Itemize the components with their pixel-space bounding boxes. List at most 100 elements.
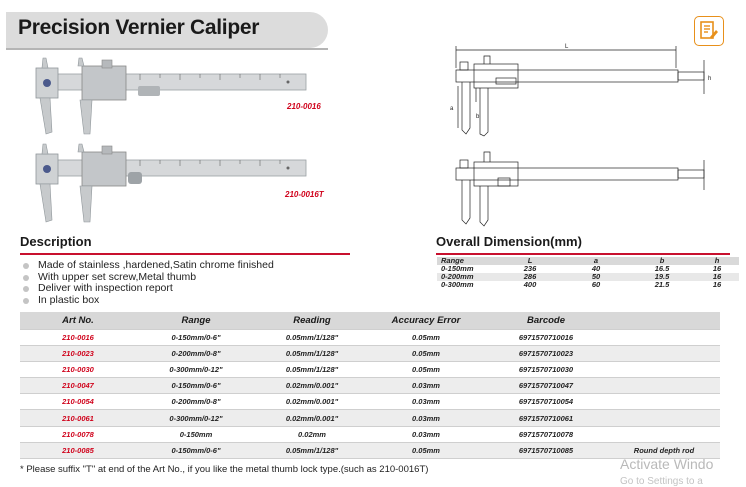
range-cell: 0-200mm/0-8" (136, 393, 256, 411)
art-no-cell: 210-0030 (20, 361, 136, 379)
art-no-cell: 210-0016 (20, 329, 136, 346)
caliper-photo-1 (30, 56, 310, 136)
art-no-cell: 210-0061 (20, 409, 136, 427)
dim-cell: 286 (497, 273, 563, 281)
art-no-cell: 210-0047 (20, 377, 136, 395)
dimension-drawing-1: L h a b (440, 40, 720, 145)
description-heading: Description (20, 234, 92, 249)
reading-cell: 0.05mm/1/128" (256, 442, 368, 460)
dimension-row: 0-200mm 286 50 19.5 16 (437, 273, 739, 281)
description-list: Made of stainless ,hardened,Satin chrome… (22, 259, 274, 307)
barcode-cell: 6971570710030 (484, 361, 608, 379)
dim-header-range: Range (437, 257, 497, 265)
dim-cell: 16 (695, 273, 739, 281)
note-cell (608, 409, 720, 427)
footnote: * Please suffix "T" at end of the Art No… (20, 464, 429, 475)
image-code-1: 210-0016 (287, 102, 321, 111)
dim-cell: 16.5 (629, 265, 695, 273)
drawing-label-a: a (450, 106, 454, 112)
header-note (608, 312, 720, 330)
dim-cell: 60 (563, 281, 629, 289)
accuracy-cell: 0.05mm (368, 329, 484, 346)
note-cell (608, 426, 720, 443)
table-row: 210-0016 0-150mm/0-6" 0.05mm/1/128" 0.05… (20, 329, 720, 346)
reading-cell: 0.05mm/1/128" (256, 361, 368, 379)
accuracy-cell: 0.03mm (368, 393, 484, 411)
table-row: 210-0030 0-300mm/0-12" 0.05mm/1/128" 0.0… (20, 361, 720, 379)
header-art-no: Art No. (20, 312, 136, 330)
range-cell: 0-300mm/0-12" (136, 361, 256, 379)
barcode-cell: 6971570710016 (484, 329, 608, 346)
table-row: 210-0061 0-300mm/0-12" 0.02mm/0.001" 0.0… (20, 409, 720, 427)
range-cell: 0-150mm (136, 426, 256, 443)
range-cell: 0-150mm/0-6" (136, 442, 256, 460)
dim-cell: 21.5 (629, 281, 695, 289)
description-item: Deliver with inspection report (22, 282, 274, 295)
table-row: 210-0047 0-150mm/0-6" 0.02mm/0.001" 0.03… (20, 377, 720, 395)
dimension-rule (436, 253, 730, 255)
header-accuracy: Accuracy Error (368, 312, 484, 330)
image-code-2: 210-0016T (285, 190, 324, 199)
dim-cell: 16 (695, 265, 739, 273)
table-row: 210-0023 0-200mm/0-8" 0.05mm/1/128" 0.05… (20, 345, 720, 362)
range-cell: 0-150mm/0-6" (136, 329, 256, 346)
dimension-heading: Overall Dimension(mm) (436, 234, 582, 249)
note-cell (608, 377, 720, 395)
dim-cell: 0-300mm (437, 281, 497, 289)
barcode-cell: 6971570710085 (484, 442, 608, 460)
reading-cell: 0.05mm/1/128" (256, 345, 368, 362)
dimension-row: 0-150mm 236 40 16.5 16 (437, 265, 739, 273)
document-edit-icon[interactable] (694, 16, 724, 46)
barcode-cell: 6971570710078 (484, 426, 608, 443)
description-rule (20, 253, 350, 255)
drawing-label-length: L (565, 44, 569, 50)
accuracy-cell: 0.05mm (368, 442, 484, 460)
spec-header-row: Art No. Range Reading Accuracy Error Bar… (20, 312, 720, 330)
accuracy-cell: 0.05mm (368, 361, 484, 379)
note-cell: Round depth rod (608, 442, 720, 460)
title-underline (6, 48, 328, 50)
accuracy-cell: 0.03mm (368, 426, 484, 443)
table-row: 210-0054 0-200mm/0-8" 0.02mm/0.001" 0.03… (20, 393, 720, 411)
note-cell (608, 329, 720, 346)
barcode-cell: 6971570710054 (484, 393, 608, 411)
dim-cell: 0-200mm (437, 273, 497, 281)
reading-cell: 0.02mm/0.001" (256, 409, 368, 427)
reading-cell: 0.02mm/0.001" (256, 393, 368, 411)
dim-cell: 16 (695, 281, 739, 289)
description-item: In plastic box (22, 294, 274, 307)
table-row: 210-0085 0-150mm/0-6" 0.05mm/1/128" 0.05… (20, 442, 720, 460)
header-barcode: Barcode (484, 312, 608, 330)
range-cell: 0-150mm/0-6" (136, 377, 256, 395)
range-cell: 0-300mm/0-12" (136, 409, 256, 427)
dim-cell: 400 (497, 281, 563, 289)
dimension-drawing-2 (440, 146, 720, 235)
activate-windows-watermark-sub: Go to Settings to a (620, 476, 703, 487)
range-cell: 0-200mm/0-8" (136, 345, 256, 362)
dim-cell: 50 (563, 273, 629, 281)
barcode-cell: 6971570710047 (484, 377, 608, 395)
dimension-row: 0-300mm 400 60 21.5 16 (437, 281, 739, 289)
table-row: 210-0078 0-150mm 0.02mm 0.03mm 697157071… (20, 426, 720, 443)
dim-header-h: h (695, 257, 739, 265)
description-item: Made of stainless ,hardened,Satin chrome… (22, 259, 274, 272)
note-cell (608, 393, 720, 411)
note-cell (608, 345, 720, 362)
dim-cell: 0-150mm (437, 265, 497, 273)
dim-cell: 40 (563, 265, 629, 273)
art-no-cell: 210-0085 (20, 442, 136, 460)
spec-table: Art No. Range Reading Accuracy Error Bar… (20, 312, 720, 460)
drawing-label-h: h (708, 76, 711, 82)
art-no-cell: 210-0078 (20, 426, 136, 443)
note-cell (608, 361, 720, 379)
description-item: With upper set screw,Metal thumb (22, 271, 274, 284)
reading-cell: 0.02mm/0.001" (256, 377, 368, 395)
caliper-photo-2 (30, 142, 310, 224)
barcode-cell: 6971570710023 (484, 345, 608, 362)
dim-cell: 19.5 (629, 273, 695, 281)
art-no-cell: 210-0023 (20, 345, 136, 362)
accuracy-cell: 0.05mm (368, 345, 484, 362)
accuracy-cell: 0.03mm (368, 377, 484, 395)
dimension-table: Range L a b h 0-150mm 236 40 16.5 16 0-2… (437, 257, 739, 289)
dim-cell: 236 (497, 265, 563, 273)
